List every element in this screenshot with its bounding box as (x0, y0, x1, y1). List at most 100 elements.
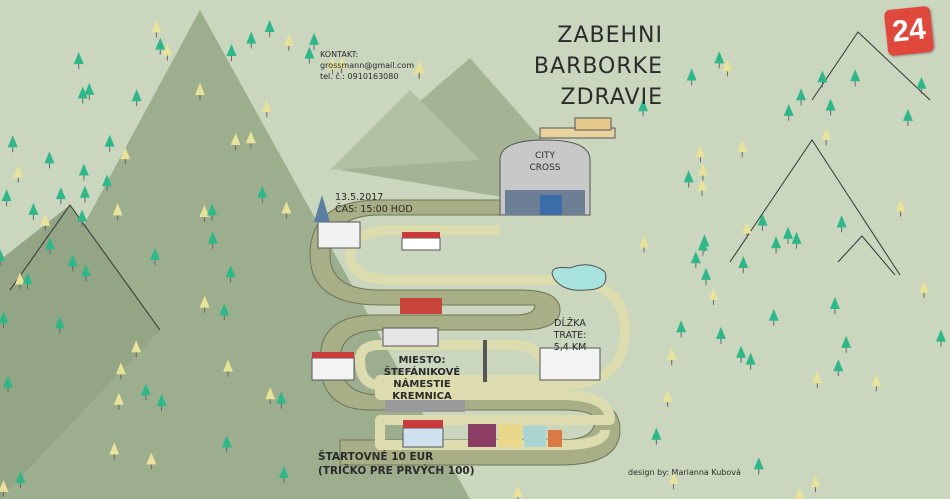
tree-icon (7, 135, 18, 153)
tree-icon (156, 394, 167, 412)
tree-icon (841, 335, 852, 353)
tree-icon (0, 248, 6, 266)
tree-icon (686, 68, 697, 86)
logo-24[interactable]: 24 (883, 5, 935, 57)
tree-icon (935, 329, 946, 347)
tree-icon (155, 37, 166, 55)
tree-icon (722, 59, 733, 77)
tree-icon (783, 103, 794, 121)
tree-icon (696, 178, 707, 196)
tree-icon (245, 131, 256, 149)
tree-icon (276, 391, 287, 409)
tree-icon (708, 287, 719, 305)
tree-icon (683, 170, 694, 188)
tree-icon (715, 326, 726, 344)
tree-icon (871, 374, 882, 392)
tree-icon (40, 213, 51, 231)
mountain-mid (330, 90, 480, 170)
house-roof (402, 232, 440, 238)
tree-icon (850, 69, 861, 87)
tree-icon (15, 470, 26, 488)
fee-line2: (TRIČKO PRE PRVÝCH 100) (318, 465, 475, 477)
tree-icon (146, 452, 157, 470)
tree-icon (1, 189, 12, 207)
tree-icon (207, 203, 218, 221)
tree-icon (223, 359, 234, 377)
tree-icon (44, 237, 55, 255)
tree-icon (794, 487, 805, 499)
race-track-path (345, 225, 630, 450)
factory-blue (540, 195, 562, 215)
contact-email[interactable]: grossmann@gmail.com (320, 61, 415, 70)
design-credit: design by: Marianna Kubová (628, 468, 741, 477)
tree-icon (902, 108, 913, 126)
track-length-label: DĹŽKA TRATE: (553, 318, 587, 341)
place-line2: NÁMESTIE KREMNICA (392, 379, 452, 402)
event-time: ČAS: 15:00 HOD (335, 204, 413, 215)
fee-block: ŠTARTOVNÉ 10 EUR (TRIČKO PRE PRVÝCH 100) (318, 450, 475, 478)
house-row-red (400, 298, 442, 314)
tree-icon (246, 31, 257, 49)
tree-icon (55, 187, 66, 205)
houses-gray (382, 327, 439, 347)
tree-icon (265, 387, 276, 405)
tree-icon (120, 147, 131, 165)
title-line2: ZDRAVIE (560, 85, 663, 110)
tree-icon (0, 479, 9, 497)
building-miesto (311, 357, 355, 381)
tree-icon (791, 231, 802, 249)
lake (551, 264, 607, 291)
tree-icon (738, 256, 749, 274)
tree-icon (304, 46, 315, 64)
mountain-outline-left (9, 204, 161, 331)
tree-icon (230, 133, 241, 151)
tree-icon (836, 215, 847, 233)
tree-icon (638, 99, 649, 117)
tree-icon (783, 226, 794, 244)
tree-icon (194, 82, 205, 100)
tree-icon (753, 457, 764, 475)
tree-icon (278, 465, 289, 483)
tree-icon (221, 435, 232, 453)
tree-icon (697, 238, 708, 256)
tree-icon (79, 185, 90, 203)
tree-icon (149, 247, 160, 265)
track-length: DĹŽKA TRATE: 5,4 KM (540, 318, 600, 354)
tree-icon (199, 204, 210, 222)
city-cross-label: CITY CROSS (515, 150, 575, 174)
gray-building (385, 400, 465, 412)
tree-icon (919, 280, 930, 298)
tree-icon (668, 471, 679, 489)
tree-icon (80, 264, 91, 282)
tree-icon (151, 20, 162, 38)
tree-icon (207, 231, 218, 249)
tree-icon (676, 320, 687, 338)
tree-icon (113, 392, 124, 410)
tree-icon (796, 88, 807, 106)
tree-icon (768, 308, 779, 326)
contact-block: KONTAKT: grossmann@gmail.com tel. č.: 09… (320, 49, 414, 82)
house-red-roof (401, 237, 441, 251)
tree-icon (666, 347, 677, 365)
tree-icon (639, 235, 650, 253)
tree-icon (78, 163, 89, 181)
track-length-value: 5,4 KM (553, 342, 587, 353)
house-yellow (498, 424, 522, 447)
tree-icon (327, 57, 338, 75)
tree-icon (140, 383, 151, 401)
tree-icon (257, 185, 268, 203)
mountain-outline-right (811, 31, 931, 101)
tree-icon (736, 345, 747, 363)
tree-icon (162, 43, 173, 61)
place-block: MIESTO: ŠTEFÁNIKOVÉ NÁMESTIE KREMNICA (367, 355, 477, 403)
mountain-left-front (0, 205, 160, 499)
tree-icon (199, 295, 210, 313)
tree-icon (697, 163, 708, 181)
contact-phone: tel. č.: 0910163080 (320, 72, 399, 81)
tree-icon (84, 82, 95, 100)
church (317, 221, 361, 249)
tree-icon (264, 20, 275, 38)
tree-icon (283, 33, 294, 51)
tree-icon (829, 297, 840, 315)
